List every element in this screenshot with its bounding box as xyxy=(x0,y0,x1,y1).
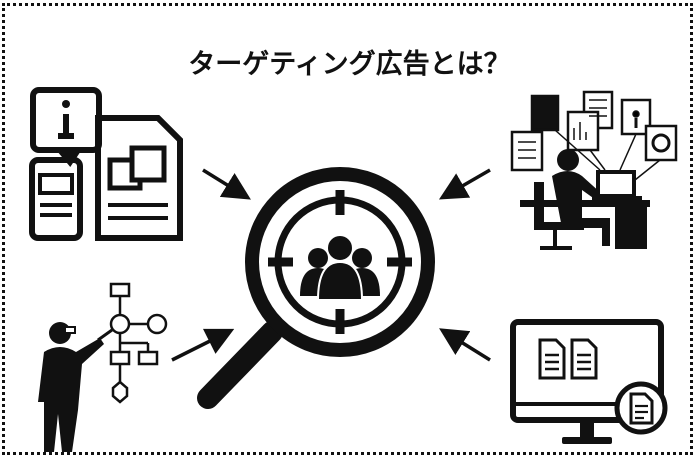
presenter-flowchart-icon xyxy=(38,282,168,452)
dotted-border xyxy=(2,3,693,455)
monitor-documents-icon xyxy=(510,319,668,444)
magnifier-target-audience-icon xyxy=(197,167,435,409)
arrow-bottom-right xyxy=(439,328,491,362)
office-worker-data-icon xyxy=(510,90,678,250)
people-group-icon xyxy=(300,234,380,301)
arrow-top-left xyxy=(202,168,251,200)
page-title: ターゲティング広告とは？ xyxy=(188,49,511,80)
arrow-bottom-left xyxy=(171,328,235,362)
devices-ad-icon xyxy=(29,87,183,241)
arrows xyxy=(171,168,491,362)
arrow-top-right xyxy=(438,168,491,200)
